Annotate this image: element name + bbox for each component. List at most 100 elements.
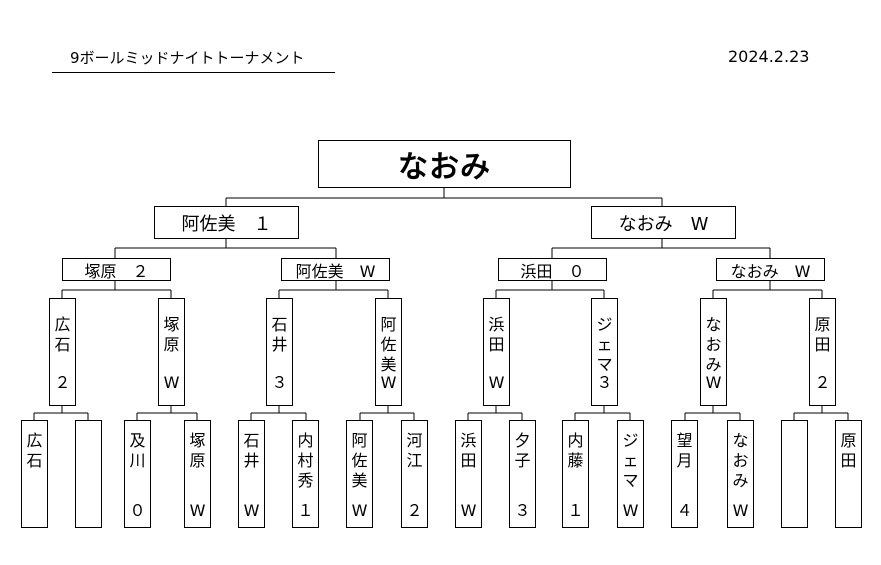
match-result: ２: [406, 501, 423, 520]
player-name: 原田: [836, 421, 861, 471]
name-char: み: [705, 355, 722, 374]
name-char: 広: [54, 315, 71, 334]
round1-box: 及川 ０: [124, 420, 151, 528]
name-char: 浜: [460, 431, 477, 450]
name-char: お: [732, 451, 749, 470]
bracket-line: [793, 406, 849, 420]
match-result: W: [380, 373, 397, 392]
semifinal-box: 阿佐美 １: [154, 206, 299, 239]
name-char: な: [732, 431, 749, 450]
name-char: 美: [380, 355, 397, 374]
quarterfinal-box: 浜田 ０: [498, 258, 607, 281]
round2-box: 阿佐美 W: [375, 298, 402, 406]
name-char: 田: [488, 335, 505, 354]
bracket-line: [136, 406, 198, 420]
match-result: W: [189, 501, 206, 520]
round1-box: 塚原 W: [184, 420, 211, 528]
player-name: 広石: [22, 421, 47, 471]
name-char: 内: [297, 431, 314, 450]
name-char: 月: [676, 451, 693, 470]
bracket-line: [467, 406, 523, 420]
player-name: ジェマ: [618, 421, 643, 491]
name-char: 塚: [189, 431, 206, 450]
bracket-line: [551, 239, 771, 258]
name-char: 川: [129, 451, 146, 470]
quarterfinal-box: 塚原 ２: [62, 258, 171, 281]
champion-box: なおみ: [318, 140, 571, 188]
round1-box: [781, 420, 808, 528]
name-char: 佐: [351, 451, 368, 470]
tournament-title: 9ボールミッドナイトトーナメント: [70, 49, 305, 67]
bracket-line: [33, 406, 89, 420]
player-name: 河江: [402, 421, 427, 471]
player-name: [76, 421, 101, 431]
match-result: W: [622, 501, 639, 520]
name-char: 浜: [488, 315, 505, 334]
player-name: 原田: [810, 299, 835, 355]
name-char: ジ: [622, 431, 639, 450]
round1-box: 原田: [835, 420, 862, 528]
round2-box: なおみ W: [700, 298, 727, 406]
round1-box: 望月 ４: [671, 420, 698, 528]
bracket-line: [684, 406, 741, 420]
name-char: 江: [406, 451, 423, 470]
match-result: W: [460, 501, 477, 520]
round2-box: 浜田 W: [483, 298, 510, 406]
player-name: 塚原: [159, 299, 184, 355]
name-char: 美: [351, 471, 368, 490]
player-name: 阿佐美: [376, 299, 401, 375]
name-char: ェ: [596, 335, 613, 354]
name-char: 河: [406, 431, 423, 450]
semifinal-box: なおみ W: [591, 206, 736, 239]
player-name: 内村秀: [293, 421, 318, 491]
name-char: 石: [243, 431, 260, 450]
match-result: W: [243, 501, 260, 520]
match-result: ３: [596, 373, 613, 392]
bracket-line: [225, 188, 663, 206]
bracket-line: [114, 239, 337, 258]
tournament-date: 2024.2.23: [728, 47, 810, 66]
round1-box: 夕子 ３: [509, 420, 536, 528]
name-char: 原: [189, 451, 206, 470]
match-result: ２: [814, 373, 831, 392]
name-char: 秀: [297, 471, 314, 490]
name-char: 田: [840, 451, 857, 470]
player-name: 石井: [239, 421, 264, 471]
round1-box: なおみ W: [727, 420, 754, 528]
name-char: マ: [622, 471, 639, 490]
name-char: 石: [271, 315, 288, 334]
player-name: 広石: [50, 299, 75, 355]
name-char: 望: [676, 431, 693, 450]
match-result: W: [732, 501, 749, 520]
name-char: 子: [514, 451, 531, 470]
match-result: ３: [514, 501, 531, 520]
match-result: W: [705, 373, 722, 392]
quarterfinal-box: 阿佐美 W: [281, 258, 390, 281]
name-char: 村: [297, 451, 314, 470]
bracket-line: [495, 281, 605, 298]
name-char: ェ: [622, 451, 639, 470]
match-result: W: [351, 501, 368, 520]
name-char: 原: [163, 335, 180, 354]
name-char: 井: [243, 451, 260, 470]
player-name: 浜田: [484, 299, 509, 355]
title-underline: [52, 72, 335, 73]
match-result: １: [567, 501, 584, 520]
round1-box: 内村秀 １: [292, 420, 319, 528]
name-char: 石: [26, 451, 43, 470]
bracket-line: [712, 281, 823, 298]
name-char: な: [705, 315, 722, 334]
round1-box: 広石: [21, 420, 48, 528]
player-name: 浜田: [456, 421, 481, 471]
bracket-line: [278, 281, 389, 298]
name-char: 藤: [567, 451, 584, 470]
name-char: ジ: [596, 315, 613, 334]
round1-box: 河江 ２: [401, 420, 428, 528]
name-char: マ: [596, 355, 613, 374]
name-char: 広: [26, 431, 43, 450]
match-result: W: [488, 373, 505, 392]
round1-box: [75, 420, 102, 528]
name-char: お: [705, 335, 722, 354]
name-char: 原: [840, 431, 857, 450]
